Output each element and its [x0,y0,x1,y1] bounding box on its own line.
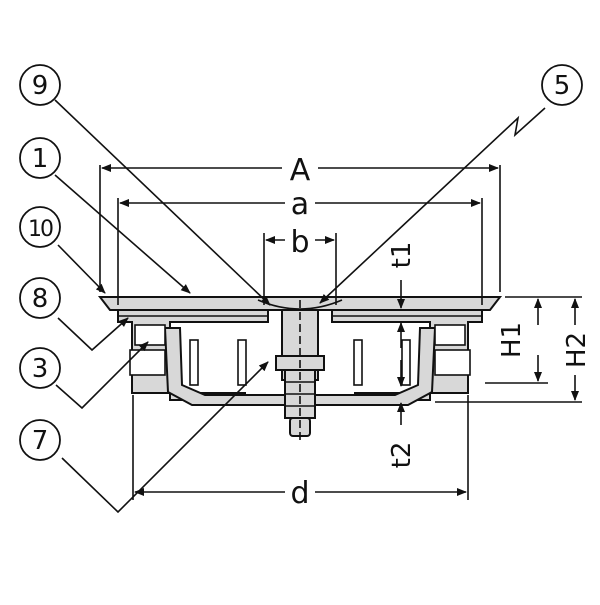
dim-label-H1: H1 [497,322,527,358]
callout-8: 8 [19,277,61,319]
svg-text:5: 5 [554,71,571,101]
dim-label-A: A [290,153,311,188]
svg-text:9: 9 [32,71,49,101]
svg-text:3: 3 [32,354,49,384]
svg-text:1: 1 [32,144,49,174]
leader-lines [54,99,546,514]
dim-label-t2: t2 [387,442,417,469]
dim-label-d: d [290,476,309,511]
basket-bowl [163,327,437,406]
callout-1: 1 [19,137,61,179]
dim-label-b: b [290,225,309,260]
callout-3: 3 [19,347,61,389]
callout-5: 5 [541,64,583,106]
callout-7: 7 [19,419,61,461]
svg-text:8: 8 [32,284,49,314]
callout-10: 10 [19,206,61,248]
svg-text:7: 7 [32,426,49,456]
dimension-lines [99,164,582,500]
dim-label-a: a [291,187,309,222]
dim-label-t1: t1 [387,242,417,269]
callout-9: 9 [19,64,61,106]
dim-label-H2: H2 [562,332,592,368]
svg-text:10: 10 [28,217,53,242]
